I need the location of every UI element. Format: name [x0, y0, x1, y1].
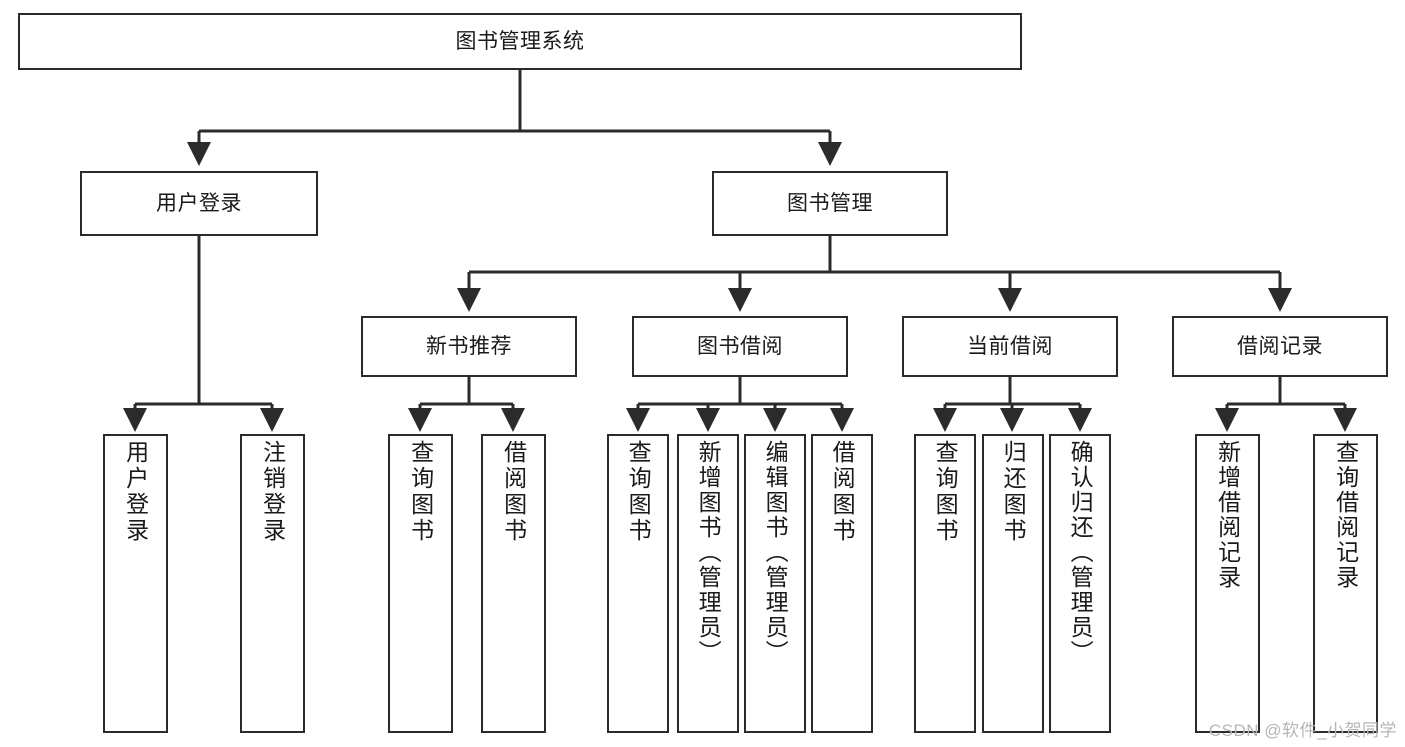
leaf-user-login[interactable]: 用户登录: [103, 434, 168, 733]
leaf-add-book-admin[interactable]: 新增图书（管理员）: [677, 434, 739, 733]
node-book-management[interactable]: 图书管理: [712, 171, 948, 236]
node-root-book-management-system[interactable]: 图书管理系统: [18, 13, 1022, 70]
node-label: 图书管理: [787, 192, 873, 215]
leaf-return-book[interactable]: 归还图书: [982, 434, 1044, 733]
watermark-text: CSDN @软件_小贺同学: [1208, 721, 1397, 740]
node-label: 当前借阅: [967, 335, 1053, 358]
node-label: 新增图书（管理员）: [695, 440, 722, 665]
leaf-current-query-book[interactable]: 查询图书: [914, 434, 976, 733]
node-label: 归还图书: [1000, 440, 1027, 544]
node-label: 查询图书: [407, 440, 434, 544]
leaf-logout[interactable]: 注销登录: [240, 434, 305, 733]
node-label: 注销登录: [259, 440, 286, 544]
node-label: 借阅图书: [829, 440, 856, 544]
node-new-book-recommend[interactable]: 新书推荐: [361, 316, 577, 377]
leaf-query-borrow-record[interactable]: 查询借阅记录: [1313, 434, 1378, 733]
node-label: 查询图书: [625, 440, 652, 544]
node-borrow-record[interactable]: 借阅记录: [1172, 316, 1388, 377]
node-book-borrow[interactable]: 图书借阅: [632, 316, 848, 377]
node-label: 图书管理系统: [455, 30, 585, 53]
node-label: 借阅记录: [1237, 335, 1323, 358]
node-label: 编辑图书（管理员）: [762, 440, 789, 665]
node-label: 借阅图书: [500, 440, 527, 544]
node-label: 图书借阅: [697, 335, 783, 358]
leaf-edit-book-admin[interactable]: 编辑图书（管理员）: [744, 434, 806, 733]
node-label: 用户登录: [122, 440, 149, 544]
node-current-borrow[interactable]: 当前借阅: [902, 316, 1118, 377]
leaf-borrow-query-book[interactable]: 查询图书: [607, 434, 669, 733]
node-label: 查询图书: [932, 440, 959, 544]
leaf-confirm-return-admin[interactable]: 确认归还（管理员）: [1049, 434, 1111, 733]
node-label: 新增借阅记录: [1214, 440, 1241, 590]
leaf-recommend-query-book[interactable]: 查询图书: [388, 434, 453, 733]
node-label: 用户登录: [156, 192, 242, 215]
leaf-recommend-borrow-book[interactable]: 借阅图书: [481, 434, 546, 733]
node-user-login[interactable]: 用户登录: [80, 171, 318, 236]
node-label: 确认归还（管理员）: [1067, 440, 1094, 665]
leaf-borrow-borrow-book[interactable]: 借阅图书: [811, 434, 873, 733]
node-label: 新书推荐: [426, 335, 512, 358]
node-label: 查询借阅记录: [1332, 440, 1359, 590]
leaf-add-borrow-record[interactable]: 新增借阅记录: [1195, 434, 1260, 733]
